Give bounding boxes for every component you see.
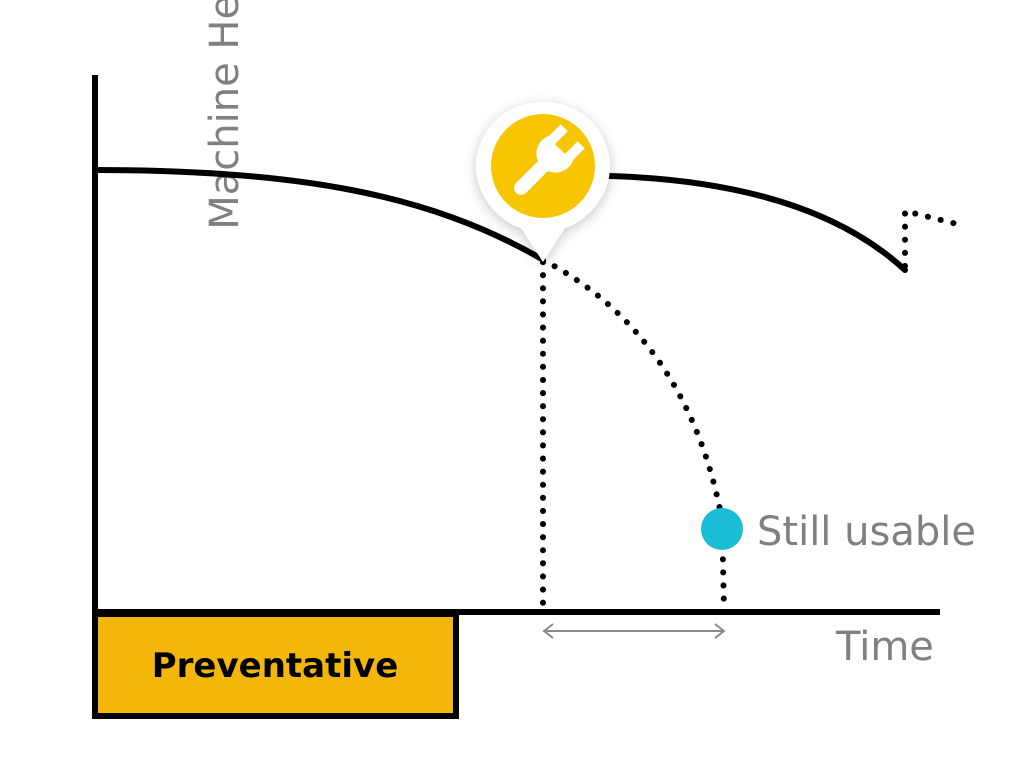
y-axis-label: Machine Health xyxy=(202,0,248,230)
still-usable-label: Still usable xyxy=(757,509,976,555)
maintenance-pin xyxy=(476,102,610,262)
health-curve-before-maintenance xyxy=(94,167,543,261)
still-usable-marker xyxy=(701,508,743,550)
wrench-icon xyxy=(514,124,585,195)
projected-failure-curve xyxy=(540,257,727,611)
next-maintenance-step xyxy=(902,207,968,269)
strategy-badge: Preventative xyxy=(92,611,459,719)
health-curve-after-maintenance xyxy=(607,173,908,273)
strategy-label: Preventative xyxy=(152,646,399,686)
x-axis-label: Time xyxy=(835,624,934,670)
remaining-life-arrow xyxy=(542,623,726,639)
